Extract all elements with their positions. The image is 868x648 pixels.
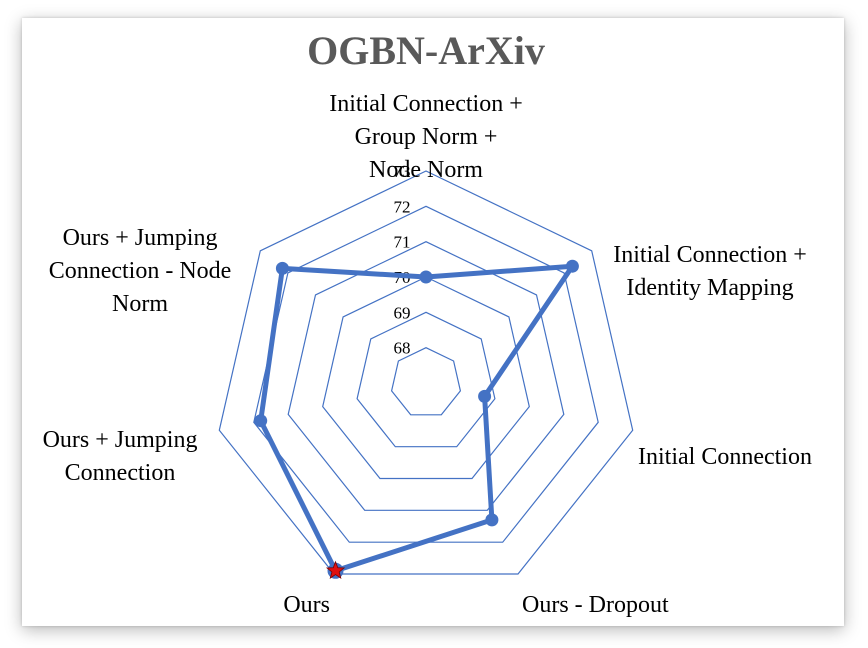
axis-label-line: Connection - Node	[49, 258, 232, 284]
axis-label: Initial Connection + Identity Mapping	[613, 242, 807, 301]
axis-label-line: Group Norm +	[355, 124, 498, 150]
axis-label-line: Identity Mapping	[626, 275, 793, 301]
data-point	[254, 414, 268, 428]
radar-axis-labels: Initial Connection + Group Norm + Node Nor…	[43, 91, 812, 618]
grid-ring	[322, 276, 530, 480]
axis-label-line: Initial Connection +	[613, 242, 807, 268]
axis-label-line: Node Norm	[369, 157, 483, 183]
axis-label-line: Ours	[283, 592, 330, 618]
radar-series	[254, 259, 579, 580]
tick-label: 72	[394, 197, 411, 216]
chart-title: OGBN-ArXiv	[307, 28, 545, 73]
axis-label-line: Initial Connection	[638, 444, 812, 470]
data-point	[478, 389, 492, 403]
axis-label-line: Ours + Jumping	[63, 225, 218, 251]
tick-label: 71	[394, 233, 411, 252]
data-point	[419, 270, 433, 284]
highlight-star-marker	[325, 560, 346, 580]
axis-label: Initial Connection + Group Norm + Node Nor…	[329, 91, 523, 183]
grid-ring	[218, 170, 634, 575]
axis-label: Ours - Dropout	[522, 592, 669, 618]
radar-grid	[218, 170, 634, 575]
series-line	[258, 263, 575, 574]
axis-label: Ours	[283, 592, 330, 618]
grid-ring	[356, 311, 496, 448]
axis-label-line: Ours - Dropout	[522, 592, 669, 618]
axis-label-line: Initial Connection +	[329, 91, 523, 117]
tick-label: 73	[394, 162, 411, 181]
data-point	[565, 259, 579, 273]
axis-label-line: Ours + Jumping	[43, 427, 198, 453]
axis-label: Initial Connection	[638, 444, 812, 470]
grid-ring	[253, 205, 599, 543]
grid-ring	[390, 347, 462, 416]
axis-label-line: Norm	[112, 291, 168, 317]
tick-label: 69	[394, 303, 411, 322]
tick-label: 68	[394, 339, 411, 358]
data-point	[485, 513, 499, 527]
data-point	[275, 261, 289, 275]
axis-label-line: Connection	[65, 460, 176, 486]
